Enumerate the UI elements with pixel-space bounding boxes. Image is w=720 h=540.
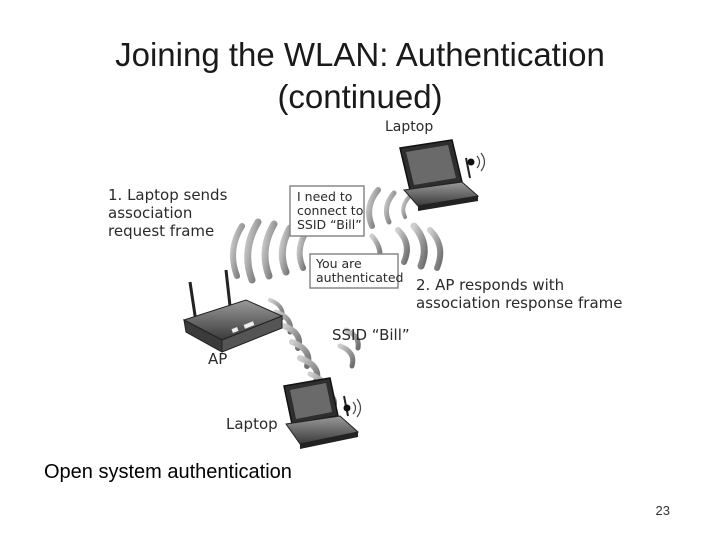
request-bubble-line-3: SSID “Bill”	[297, 217, 362, 232]
laptop-bottom-icon	[283, 377, 362, 449]
step-1-line-1: 1. Laptop sends	[108, 186, 228, 204]
request-wave-arcs	[230, 187, 411, 284]
step-2-label: 2. AP responds with association response…	[416, 276, 622, 312]
laptop-top-icon	[399, 139, 486, 211]
access-point-icon	[182, 269, 284, 353]
step-1-label: 1. Laptop sends association request fram…	[108, 186, 228, 240]
request-bubble: I need to connect to SSID “Bill”	[289, 185, 365, 237]
response-bubble: You are authenticated	[309, 253, 403, 289]
slide-title: Joining the WLAN: Authentication (contin…	[0, 34, 720, 118]
request-bubble-line-2: connect to	[297, 203, 363, 218]
laptop-top-label: Laptop	[385, 119, 433, 135]
step-1-line-3: request frame	[108, 222, 214, 240]
laptop-bottom-label: Laptop	[226, 415, 278, 433]
response-bubble-line-1: You are	[315, 256, 362, 271]
request-bubble-line-1: I need to	[297, 189, 352, 204]
slide-title-line-1: Joining the WLAN: Authentication	[115, 36, 605, 73]
slide-caption: Open system authentication	[44, 461, 292, 483]
step-1-line-2: association	[108, 204, 192, 222]
ap-label: AP	[208, 350, 227, 368]
ssid-label: SSID “Bill”	[332, 326, 410, 344]
step-2-line-2: association response frame	[416, 294, 622, 312]
response-wave-arcs	[369, 222, 444, 271]
slide-title-line-2: (continued)	[277, 78, 443, 115]
response-bubble-line-2: authenticated	[316, 270, 403, 285]
step-2-line-1: 2. AP responds with	[416, 276, 564, 294]
page-number: 23	[655, 503, 670, 518]
